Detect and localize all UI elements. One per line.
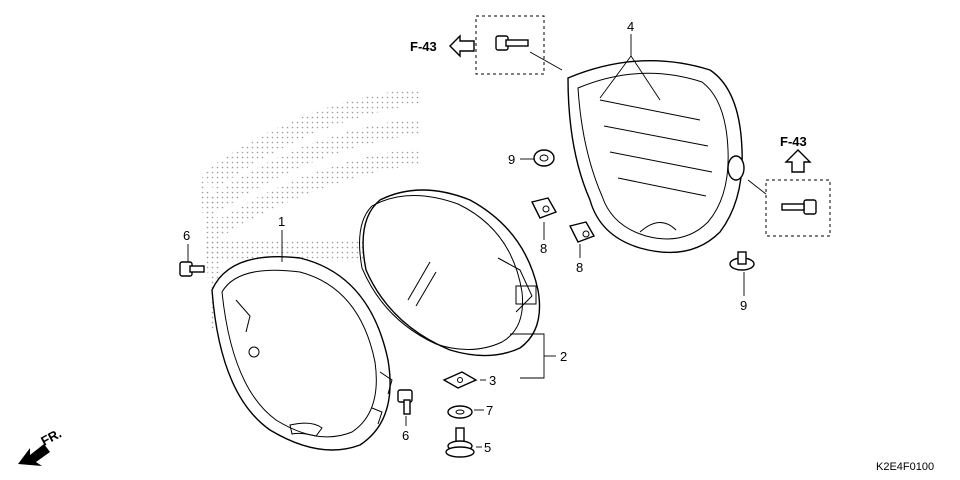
callout-7: 7	[486, 403, 493, 418]
reference-arrow-up-icon	[784, 149, 812, 173]
direction-label: FR.	[38, 426, 64, 449]
leader-lines	[187, 34, 745, 448]
callout-6-upper: 6	[183, 228, 190, 243]
callout-2: 2	[560, 349, 567, 364]
reference-label-right: F-43	[780, 134, 807, 149]
reference-box-right	[747, 179, 831, 237]
drawing-code: K2E4F0100	[876, 461, 934, 473]
callout-8-right: 8	[576, 260, 583, 275]
headlight-case-part	[567, 60, 745, 254]
lock-washer-part	[447, 405, 473, 419]
bolt-9-left-part	[533, 149, 555, 167]
callout-8-left: 8	[540, 241, 547, 256]
clip-8-right-part	[568, 221, 596, 243]
callout-9-left: 9	[508, 152, 515, 167]
callout-9-right: 9	[740, 298, 747, 313]
reference-label-top: F-43	[410, 39, 437, 54]
callout-5: 5	[484, 440, 491, 455]
clip-8-left-part	[530, 197, 558, 219]
screw-6-upper-part	[179, 261, 205, 277]
bolt-5-part	[445, 427, 475, 458]
callout-4: 4	[627, 19, 634, 34]
callout-3: 3	[489, 373, 496, 388]
callout-1: 1	[278, 214, 285, 229]
front-direction-arrow-icon	[18, 444, 50, 466]
square-nut-part	[442, 371, 478, 389]
reference-arrow-left-icon	[449, 34, 475, 58]
screw-6-lower-part	[397, 389, 413, 415]
headlight-rim-part	[211, 255, 393, 451]
headlight-unit-part	[359, 189, 541, 357]
callout-6-lower: 6	[402, 428, 409, 443]
reference-box-top	[475, 15, 563, 75]
bolt-9-right-part	[729, 251, 755, 271]
